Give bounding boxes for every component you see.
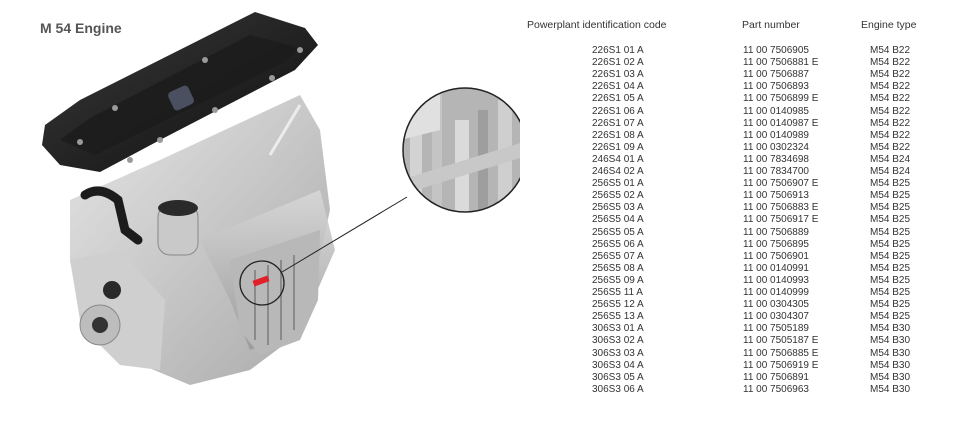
powerplant-code-cell: 226S1 09 A (592, 141, 644, 153)
part-number-cell: 11 00 0140999 (743, 287, 809, 298)
part-number-cell: 11 00 0304307 (743, 311, 809, 323)
engine-type-cell: M54 B22 (870, 129, 911, 141)
part-number-cell: 11 00 7506891 (743, 371, 809, 383)
engine-type-cell: M54 B22 (870, 81, 911, 93)
powerplant-code-cell: 226S1 01 A (592, 45, 644, 56)
part-number-cell: 11 00 7506887 (743, 69, 809, 81)
part-number-cell: 11 00 0140985 (743, 105, 809, 117)
part-number-cell: 11 00 7506913 (743, 190, 809, 202)
engine-type-cell: M54 B22 (870, 57, 911, 69)
part-number-cell: 11 00 7506919 E (743, 359, 819, 371)
engine-type-cell: M54 B30 (870, 335, 911, 347)
part-number-cell: 11 00 0140993 (743, 274, 809, 286)
powerplant-code-cell: 306S3 05 A (592, 371, 644, 383)
powerplant-code-cell: 256S5 05 A (592, 226, 644, 238)
engine-type-cell: M54 B22 (870, 45, 911, 56)
engine-type-cell: M54 B25 (870, 178, 911, 190)
powerplant-code-cell: 256S5 09 A (592, 274, 644, 286)
column-header-engine-type: Engine type (861, 19, 917, 31)
powerplant-code-cell: 256S5 07 A (592, 250, 644, 262)
part-number-cell: 11 00 7834698 (743, 153, 809, 165)
powerplant-code-cell: 256S5 13 A (592, 311, 644, 323)
engine-type-cell: M54 B30 (870, 359, 911, 371)
column-header-part-number: Part number (742, 19, 800, 31)
part-number-cell: 11 00 0140987 E (743, 117, 819, 129)
powerplant-code-cell: 226S1 02 A (592, 57, 644, 69)
part-number-cell: 11 00 7506963 (743, 383, 809, 395)
engine-type-cell: M54 B30 (870, 371, 911, 383)
engine-type-cell: M54 B30 (870, 347, 911, 359)
engine-type-cell: M54 B25 (870, 202, 911, 214)
engine-type-cell: M54 B22 (870, 93, 911, 105)
powerplant-code-cell: 306S3 01 A (592, 323, 644, 335)
engine-type-cell: M54 B25 (870, 299, 911, 311)
engine-type-cell: M54 B24 (870, 166, 911, 177)
powerplant-code-cell: 306S3 03 A (592, 347, 644, 359)
part-number-cell: 11 00 7506917 E (743, 214, 819, 226)
powerplant-code-cell: 246S4 02 A (592, 166, 644, 177)
part-number-cell: 11 00 7506905 (743, 45, 809, 56)
engine-type-cell: M54 B25 (870, 311, 911, 323)
part-number-cell: 11 00 0140989 (743, 129, 809, 141)
part-number-cell: 11 00 7506885 E (743, 347, 819, 359)
powerplant-code-cell: 306S3 02 A (592, 335, 644, 347)
powerplant-code-cell: 246S4 01 A (592, 153, 644, 165)
part-number-cell: 11 00 7506901 (743, 250, 809, 262)
powerplant-code-cell: 256S5 08 A (592, 262, 644, 274)
powerplant-code-cell: 256S5 03 A (592, 202, 644, 214)
part-number-cell: 11 00 7505187 E (743, 335, 819, 347)
powerplant-code-cell: 226S1 08 A (592, 129, 644, 141)
powerplant-code-cell: 306S3 04 A (592, 359, 644, 371)
engine-type-cell: M54 B22 (870, 141, 911, 153)
column-header-powerplant-code: Powerplant identification code (527, 19, 667, 31)
part-number-cell: 11 00 7506907 E (743, 178, 819, 190)
powerplant-code-cell: 226S1 03 A (592, 69, 644, 81)
engine-type-cell: M54 B24 (870, 153, 911, 165)
part-number-cell: 11 00 0140991 (743, 262, 809, 274)
engine-type-cell: M54 B30 (870, 383, 911, 395)
powerplant-code-cell: 256S5 12 A (592, 299, 644, 311)
engine-type-cell: M54 B25 (870, 262, 911, 274)
engine-type-cell: M54 B30 (870, 323, 911, 335)
powerplant-code-cell: 226S1 05 A (592, 93, 644, 105)
part-number-cell: 11 00 7506881 E (743, 57, 819, 69)
engine-type-cell: M54 B22 (870, 117, 911, 129)
part-number-cell: 11 00 7506889 (743, 226, 809, 238)
powerplant-code-cell: 306S3 06 A (592, 383, 644, 395)
engine-type-cell: M54 B25 (870, 238, 911, 250)
part-number-cell: 11 00 7506895 (743, 238, 809, 250)
engine-type-cell: M54 B25 (870, 214, 911, 226)
engine-type-cell: M54 B22 (870, 69, 911, 81)
part-number-cell: 11 00 0304305 (743, 299, 809, 311)
engine-illustration (42, 12, 520, 385)
part-number-cell: 11 00 7506883 E (743, 202, 819, 214)
engine-type-cell: M54 B25 (870, 287, 911, 298)
page-title: M 54 Engine (40, 20, 122, 36)
powerplant-code-cell: 256S5 04 A (592, 214, 644, 226)
powerplant-code-cell: 256S5 06 A (592, 238, 644, 250)
powerplant-code-cell: 226S1 04 A (592, 81, 644, 93)
engine-type-cell: M54 B22 (870, 105, 911, 117)
powerplant-code-cell: 256S5 02 A (592, 190, 644, 202)
part-number-cell: 11 00 7506899 E (743, 93, 819, 105)
part-number-cell: 11 00 7506893 (743, 81, 809, 93)
part-number-cell: 11 00 7834700 (743, 166, 809, 177)
powerplant-code-cell: 226S1 07 A (592, 117, 644, 129)
part-number-cell: 11 00 0302324 (743, 141, 809, 153)
engine-type-cell: M54 B25 (870, 190, 911, 202)
engine-type-cell: M54 B25 (870, 250, 911, 262)
engine-type-cell: M54 B25 (870, 274, 911, 286)
part-number-cell: 11 00 7505189 (743, 323, 809, 335)
engine-type-cell: M54 B25 (870, 226, 911, 238)
powerplant-code-cell: 256S5 11 A (592, 287, 643, 298)
powerplant-code-cell: 226S1 06 A (592, 105, 644, 117)
powerplant-code-cell: 256S5 01 A (592, 178, 644, 190)
